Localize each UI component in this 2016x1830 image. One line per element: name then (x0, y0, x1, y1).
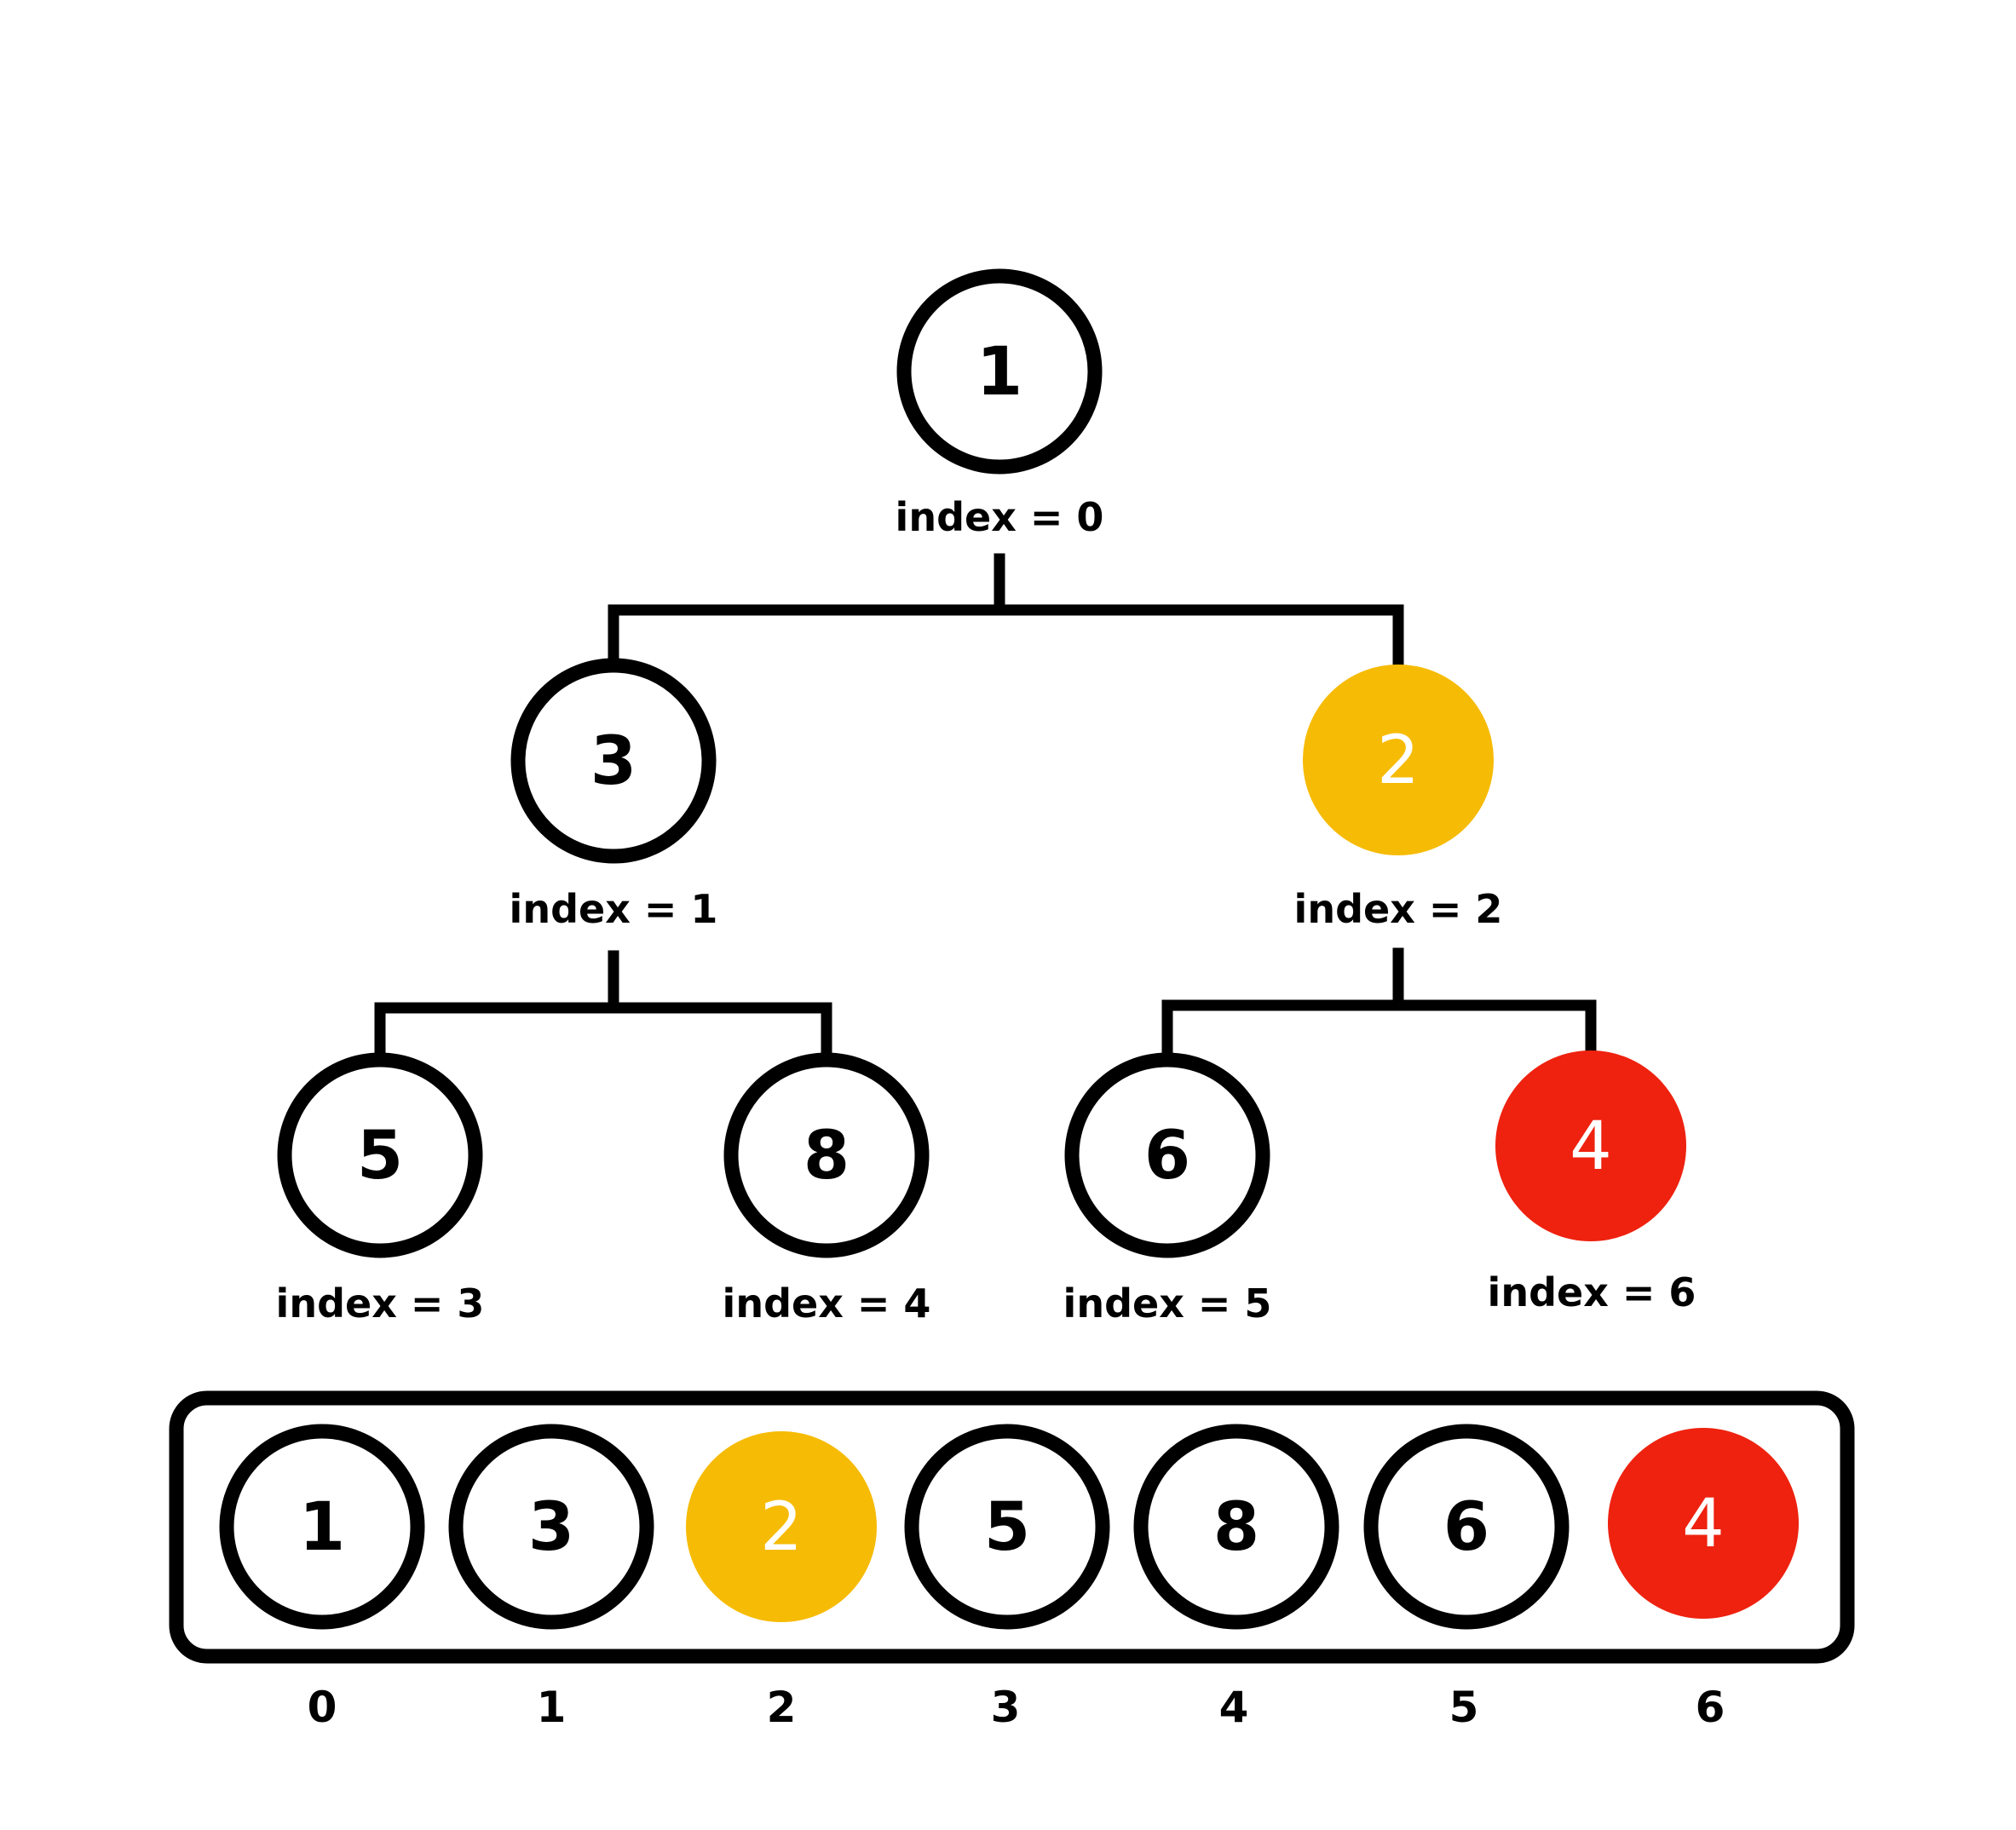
tree-node-5: 6 index = 5 (1063, 1052, 1272, 1326)
tree-node-3: 5 index = 3 (276, 1052, 485, 1326)
array-cell-4: 8 4 (1133, 1424, 1339, 1732)
array-index-label: 6 (1696, 1683, 1725, 1732)
array-index-label: 5 (1449, 1683, 1479, 1732)
array-index-label: 4 (1219, 1683, 1249, 1732)
tree-node-6: 4 index = 6 (1488, 1050, 1696, 1315)
tree-node-1: 3 index = 1 (510, 658, 718, 932)
array-cell-1: 3 1 (448, 1424, 654, 1732)
node-value: 1 (976, 334, 1022, 411)
array-cell-value: 4 (1682, 1486, 1725, 1562)
array-cell-value: 6 (1443, 1489, 1489, 1566)
array-cell-circle (686, 1431, 877, 1622)
array-cell-value: 1 (299, 1489, 345, 1566)
node-value: 4 (1570, 1108, 1612, 1185)
node-circle (1495, 1050, 1686, 1241)
node-index-label: index = 4 (723, 1280, 931, 1326)
node-circle (1303, 665, 1494, 855)
tree-node-2: 2 index = 2 (1294, 665, 1503, 932)
array-cell-5: 6 5 (1363, 1424, 1570, 1732)
array-cell-value: 8 (1213, 1489, 1259, 1566)
array-cell-circle (448, 1424, 654, 1630)
node-index-label: index = 3 (276, 1280, 485, 1326)
node-value: 6 (1144, 1118, 1190, 1194)
array-index-label: 2 (767, 1683, 797, 1732)
array-index-label: 1 (537, 1683, 567, 1732)
array-cell-value: 3 (528, 1489, 574, 1566)
array-cell-circle (1608, 1428, 1799, 1619)
tree-node-0: 1 index = 0 (896, 268, 1104, 540)
tree-edges (374, 553, 1597, 1069)
node-index-label: index = 6 (1488, 1269, 1696, 1315)
array-cell-circle (904, 1424, 1110, 1630)
node-value: 2 (1377, 722, 1420, 799)
array-cell-circle (219, 1424, 425, 1630)
node-circle (1064, 1052, 1270, 1258)
array-cell-2: 2 2 (686, 1431, 877, 1732)
node-value: 3 (590, 723, 636, 800)
array-index-label: 3 (991, 1683, 1021, 1732)
node-index-label: index = 0 (896, 494, 1104, 540)
tree-node-4: 8 index = 4 (723, 1052, 931, 1326)
node-circle (510, 658, 717, 864)
node-value: 5 (357, 1118, 403, 1194)
array-index-label: 0 (308, 1683, 337, 1732)
array-cell-value: 2 (760, 1489, 803, 1566)
array-cell-0: 1 0 (219, 1424, 425, 1732)
array-cell-3: 5 3 (904, 1424, 1110, 1732)
array-cell-value: 5 (984, 1489, 1030, 1566)
array-cell-circle (1363, 1424, 1570, 1630)
node-index-label: index = 2 (1294, 886, 1503, 932)
node-circle (723, 1052, 930, 1258)
array-cell-6: 4 6 (1608, 1428, 1799, 1732)
node-index-label: index = 5 (1063, 1280, 1272, 1326)
node-index-label: index = 1 (510, 886, 718, 932)
array-container (169, 1390, 1855, 1664)
node-value: 8 (804, 1118, 850, 1194)
node-circle (277, 1052, 483, 1258)
node-circle (896, 268, 1103, 475)
array-cell-circle (1133, 1424, 1339, 1630)
